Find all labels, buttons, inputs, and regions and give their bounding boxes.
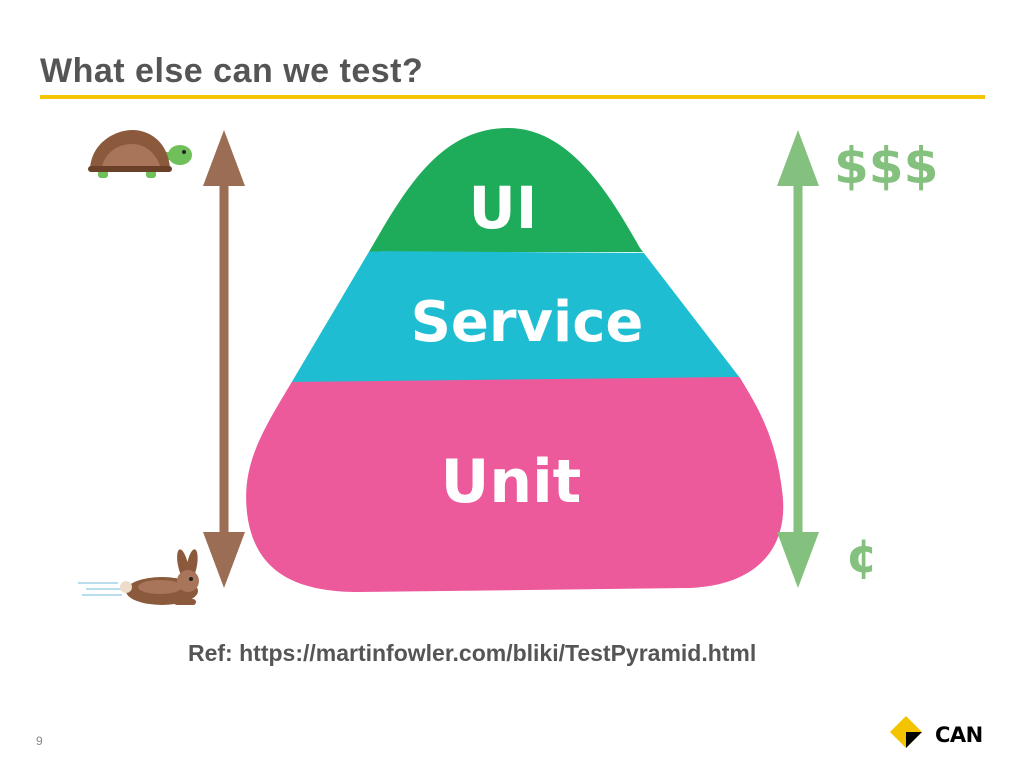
cost-arrow [777,130,819,588]
rabbit-icon [78,549,199,605]
cost-high-label: $$$ [834,137,938,195]
pyramid-label-service: Service [411,290,644,355]
pyramid-layer-service [246,250,784,385]
page-number: 9 [36,734,43,748]
pyramid-label-unit: Unit [441,447,582,517]
slide-title: What else can we test? [40,52,424,90]
brand-logo [890,716,922,748]
pyramid-layer-unit [246,376,784,592]
pyramid-label-ui: UI [469,174,538,242]
brand-name: CAN [935,723,983,747]
cost-low-label: ¢ [846,529,878,583]
turtle-icon [88,130,192,178]
title-underline [40,95,985,99]
speed-arrow [203,130,245,588]
reference-link[interactable]: Ref: https://martinfowler.com/bliki/Test… [188,640,757,666]
